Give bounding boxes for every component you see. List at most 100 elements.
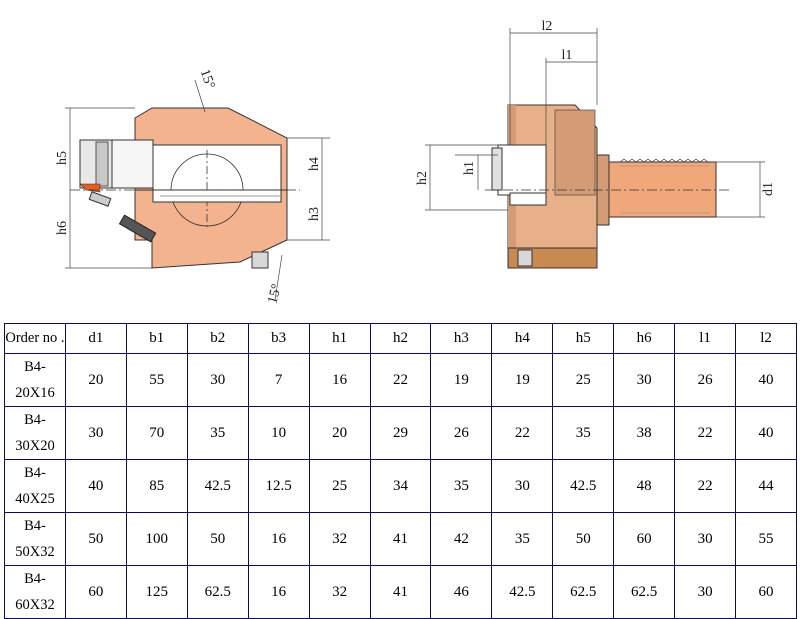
bottom-screw: [251, 251, 269, 269]
column-header: b3: [247, 323, 310, 354]
table-cell: 35: [186, 406, 249, 460]
table-cell: 30: [491, 459, 554, 513]
column-header: h1: [308, 323, 371, 354]
table-cell: 42: [430, 512, 493, 566]
column-header: h3: [430, 323, 493, 354]
technical-drawing: 15° 15° h5 h4 h3 h6: [55, 19, 776, 305]
table-cell: 60: [613, 512, 676, 566]
table-cell: 85: [125, 459, 188, 513]
angle-label-top: 15°: [197, 67, 218, 91]
table-row: B4-20X16 20 55 30 7 16 22 19 19 25 30 26…: [4, 353, 797, 407]
table-cell: 125: [125, 565, 188, 619]
table-cell: 19: [430, 353, 493, 407]
dim-label-l2: l2: [542, 19, 553, 34]
table-cell: B4-40X25: [4, 459, 66, 513]
table-cell: 22: [674, 406, 737, 460]
table-cell: 100: [125, 512, 188, 566]
table-cell: 16: [247, 565, 310, 619]
table-row: B4-50X32 50 100 50 16 32 41 42 35 50 60 …: [4, 512, 797, 566]
table-cell: 35: [552, 406, 615, 460]
side-view: l2 l1 h1 h2 d1: [415, 19, 776, 269]
table-cell: 60: [735, 565, 797, 619]
column-header: d1: [64, 323, 127, 354]
table-cell: 30: [186, 353, 249, 407]
dim-label-h4: h4: [307, 157, 322, 171]
table-cell: 50: [552, 512, 615, 566]
table-cell: 22: [491, 406, 554, 460]
table-cell: 30: [64, 406, 127, 460]
table-cell: 12.5: [247, 459, 310, 513]
table-cell: 38: [613, 406, 676, 460]
column-header: h6: [613, 323, 676, 354]
table-cell: 62.5: [186, 565, 249, 619]
table-cell: 44: [735, 459, 797, 513]
table-cell: 16: [247, 512, 310, 566]
clamp-screw: [118, 214, 157, 243]
table-cell: 42.5: [186, 459, 249, 513]
table-cell: B4-20X16: [4, 353, 66, 407]
holder-body-lower: [134, 189, 288, 269]
dim-label-h5: h5: [55, 151, 70, 165]
table-cell: 22: [674, 459, 737, 513]
clamp-insert: [152, 144, 282, 191]
table-cell: 26: [674, 353, 737, 407]
table-row: B4-60X32 60 125 62.5 16 32 41 46 42.5 62…: [4, 565, 797, 619]
dim-label-h1: h1: [462, 161, 477, 175]
dim-label-h6: h6: [55, 221, 70, 235]
table-cell: 20: [308, 406, 371, 460]
table-cell: 40: [64, 459, 127, 513]
dim-label-h3: h3: [307, 207, 322, 221]
table-cell: 60: [64, 565, 127, 619]
dim-label-d1: d1: [761, 182, 776, 196]
column-header: b2: [186, 323, 249, 354]
table-cell: B4-50X32: [4, 512, 66, 566]
table-cell: 40: [735, 353, 797, 407]
column-header: h2: [369, 323, 432, 354]
table-cell: 22: [369, 353, 432, 407]
angle-label-bottom: 15°: [265, 283, 285, 306]
side-clamp-plate: [497, 144, 547, 196]
serrated-shank: [608, 161, 717, 218]
table-cell: 20: [64, 353, 127, 407]
column-header: h4: [491, 323, 554, 354]
front-view: 15° 15° h5 h4 h3 h6: [55, 67, 330, 305]
table-cell: 50: [64, 512, 127, 566]
table-row: B4-30X20 30 70 35 10 20 29 26 22 35 38 2…: [4, 406, 797, 460]
table-cell: 32: [308, 565, 371, 619]
table-cell: 41: [369, 565, 432, 619]
table-cell: B4-30X20: [4, 406, 66, 460]
column-header: b1: [125, 323, 188, 354]
table-cell: 55: [125, 353, 188, 407]
column-header: h5: [552, 323, 615, 354]
table-cell: 62.5: [613, 565, 676, 619]
table-cell: 40: [735, 406, 797, 460]
table-cell: 32: [308, 512, 371, 566]
table-cell: 25: [308, 459, 371, 513]
table-cell: 10: [247, 406, 310, 460]
column-header: l1: [674, 323, 737, 354]
table-cell: 48: [613, 459, 676, 513]
table-cell: 16: [308, 353, 371, 407]
table-cell: 70: [125, 406, 188, 460]
side-upper-block: [554, 109, 596, 196]
table-cell: 30: [674, 512, 737, 566]
table-cell: 41: [369, 512, 432, 566]
table-cell: 19: [491, 353, 554, 407]
table-cell: 7: [247, 353, 310, 407]
dim-label-l1: l1: [562, 48, 573, 63]
table-cell: 29: [369, 406, 432, 460]
table-header-row: Order no . d1 b1 b2 b3 h1 h2 h3 h4 h5 h6…: [4, 323, 797, 354]
table-cell: 50: [186, 512, 249, 566]
table-cell: 26: [430, 406, 493, 460]
table-cell: 42.5: [552, 459, 615, 513]
table-cell: 34: [369, 459, 432, 513]
table-cell: 25: [552, 353, 615, 407]
table-cell: 35: [430, 459, 493, 513]
table-cell: 42.5: [491, 565, 554, 619]
table-cell: 62.5: [552, 565, 615, 619]
column-header: l2: [735, 323, 797, 354]
table-row: B4-40X25 40 85 42.5 12.5 25 34 35 30 42.…: [4, 459, 797, 513]
table-cell: B4-60X32: [4, 565, 66, 619]
dimension-table: Order no . d1 b1 b2 b3 h1 h2 h3 h4 h5 h6…: [4, 323, 797, 619]
table-cell: 30: [613, 353, 676, 407]
